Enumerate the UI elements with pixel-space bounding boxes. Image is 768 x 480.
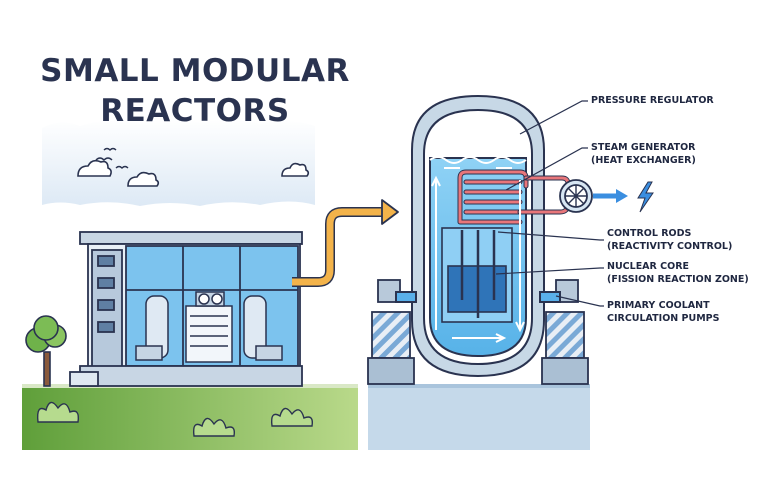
callout-leaders [495, 100, 604, 307]
power-output-arrow [593, 189, 628, 203]
label-steam-generator-line2: (HEAT EXCHANGER) [591, 155, 696, 166]
bush-icon [36, 401, 80, 423]
label-coolant-pumps: PRIMARY COOLANT CIRCULATION PUMPS [607, 299, 719, 325]
label-control-rods-line1: CONTROL RODS [607, 228, 692, 239]
sky-panel [42, 119, 315, 206]
bird-icon [95, 147, 129, 169]
cloud-icon [127, 171, 160, 187]
arrow-icon [292, 199, 399, 287]
circulation-arrows [431, 167, 525, 343]
building-machinery [135, 291, 283, 363]
cloud-icon [281, 162, 310, 177]
lightning-bolt-icon [637, 181, 654, 213]
bush-icon [192, 417, 236, 437]
cloud-icon [77, 159, 112, 177]
label-control-rods-line2: (REACTIVITY CONTROL) [607, 241, 733, 252]
label-pressure-regulator: PRESSURE REGULATOR [591, 94, 714, 107]
reactor-supports [367, 279, 589, 385]
title-line-2: REACTORS [100, 93, 290, 129]
label-steam-generator-line1: STEAM GENERATOR [591, 142, 696, 153]
label-steam-generator: STEAM GENERATOR (HEAT EXCHANGER) [591, 141, 696, 167]
reactor-internals [441, 227, 513, 323]
label-control-rods: CONTROL RODS (REACTIVITY CONTROL) [607, 227, 732, 253]
label-coolant-pumps-line2: CIRCULATION PUMPS [607, 313, 720, 324]
ground-right [368, 384, 590, 450]
tree-icon [25, 315, 67, 387]
label-nuclear-core-line2: (FISSION REACTION ZONE) [607, 274, 749, 285]
label-pressure-regulator-text: PRESSURE REGULATOR [591, 95, 714, 106]
title-line-1: SMALL MODULAR [40, 53, 350, 89]
label-coolant-pumps-line1: PRIMARY COOLANT [607, 300, 710, 311]
label-nuclear-core: NUCLEAR CORE (FISSION REACTION ZONE) [607, 260, 749, 286]
bush-icon [270, 407, 314, 427]
label-nuclear-core-line1: NUCLEAR CORE [607, 261, 690, 272]
fan-icon [559, 179, 593, 213]
